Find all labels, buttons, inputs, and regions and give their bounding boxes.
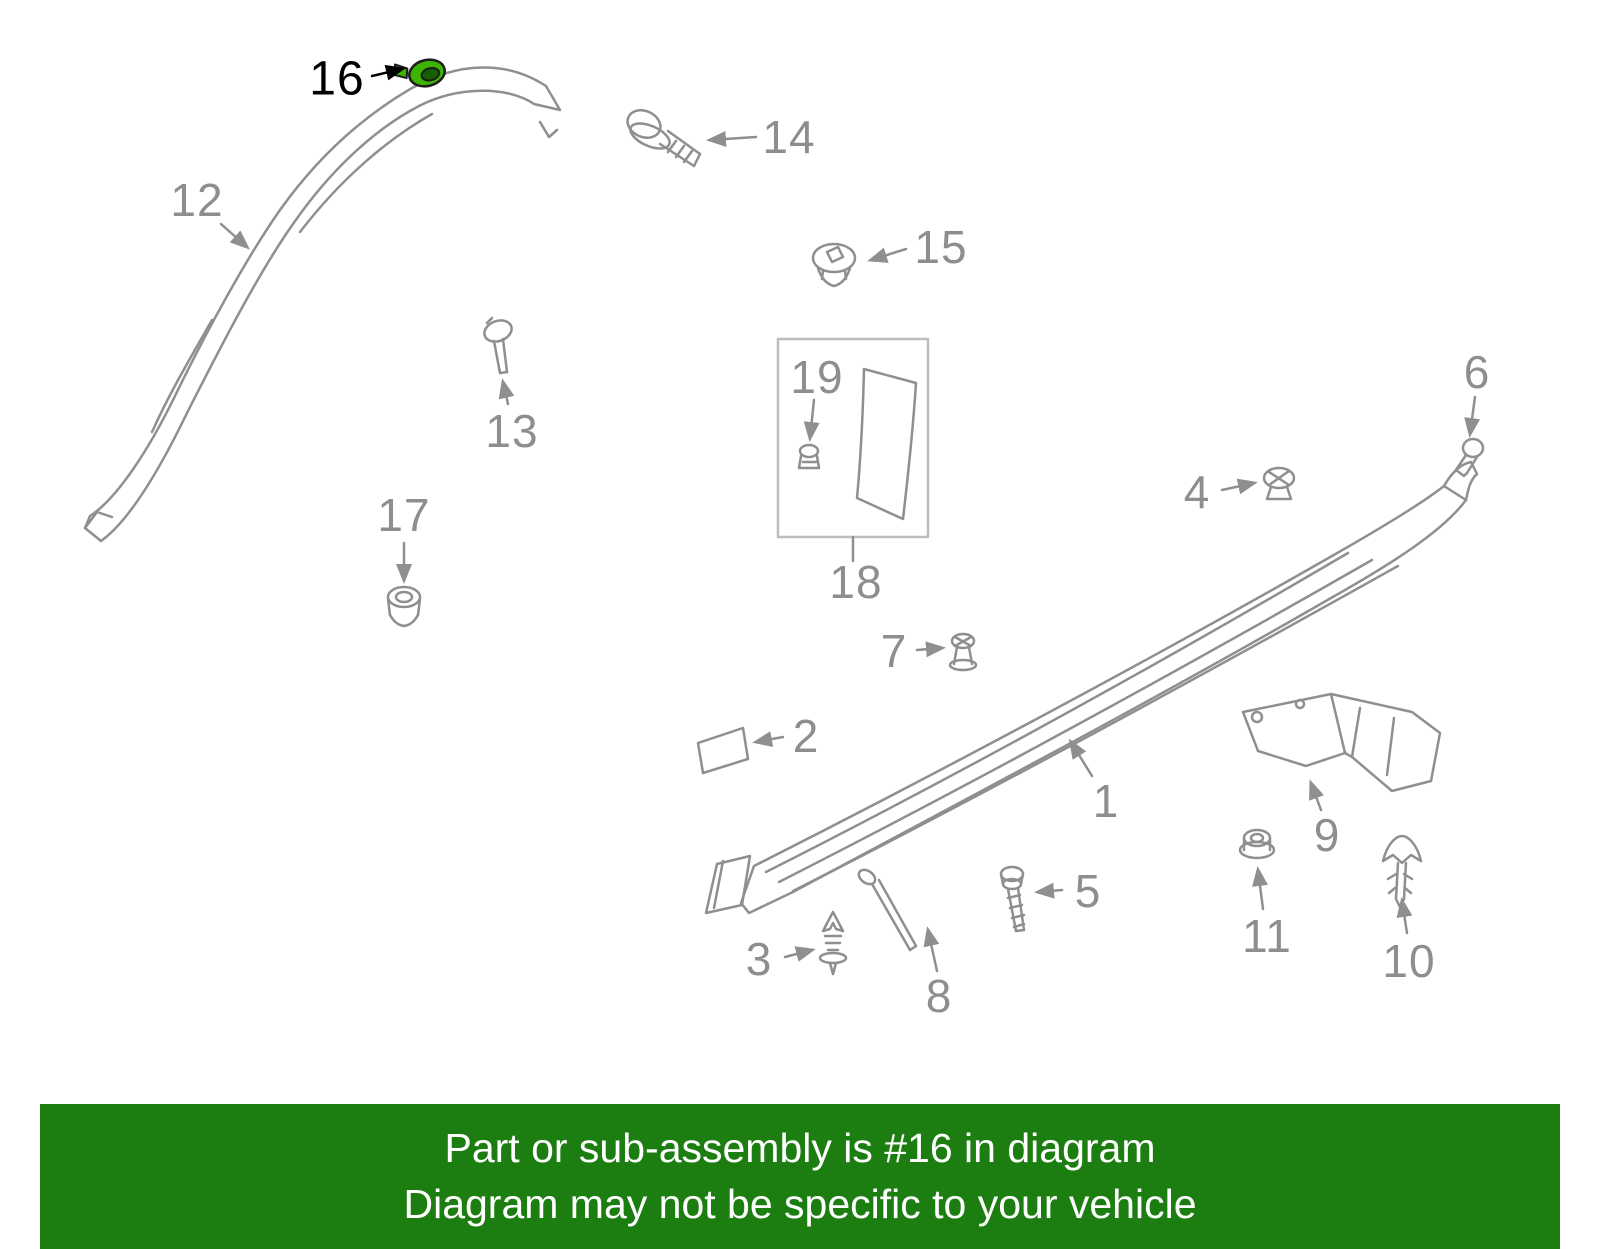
callout-15: 15 (914, 221, 968, 273)
callout-5: 5 (1074, 865, 1102, 917)
callout-4: 4 (1183, 466, 1211, 518)
callout-7: 7 (880, 625, 908, 677)
banner-line-2: Diagram may not be specific to your vehi… (403, 1180, 1197, 1227)
callout-16: 16 (309, 52, 365, 106)
callout-9: 9 (1313, 809, 1341, 861)
part-12-windshield-pillar-trim (83, 66, 562, 543)
part-18-quarter-trim (855, 367, 918, 521)
part-8-rivet (857, 868, 918, 952)
callout-12: 12 (170, 174, 224, 226)
part-14-screw (626, 109, 702, 168)
part-6-screw (1454, 437, 1485, 478)
callout-19: 19 (790, 351, 844, 403)
part-11-nut (1238, 828, 1276, 860)
part-19-clip-small (797, 443, 821, 470)
part-13-push-pin (483, 316, 513, 375)
fitment-banner: Part or sub-assembly is #16 in diagram D… (40, 1104, 1560, 1249)
callout-8: 8 (925, 970, 953, 1022)
callout-10: 10 (1382, 935, 1436, 987)
part-1-rocker-panel-molding (704, 460, 1479, 915)
part-2-label-patch (696, 726, 750, 775)
callout-14: 14 (762, 111, 816, 163)
part-3-tree-clip (818, 910, 848, 976)
callout-1: 1 (1092, 775, 1120, 827)
callout-arrows (219, 64, 1481, 973)
part-16-grommet-highlighted (393, 58, 446, 88)
part-7-clip (948, 632, 978, 672)
part-9-bracket (1241, 692, 1442, 793)
callout-17: 17 (377, 489, 431, 541)
callout-3: 3 (745, 933, 773, 985)
part-15-retainer-clip (811, 242, 857, 288)
banner-line-1: Part or sub-assembly is #16 in diagram (444, 1125, 1156, 1172)
callout-2: 2 (792, 710, 820, 762)
part-10-push-clip (1381, 834, 1423, 909)
callout-13: 13 (485, 405, 539, 457)
part-5-bolt (999, 865, 1026, 933)
callout-6: 6 (1463, 346, 1491, 398)
inset-box-18 (776, 337, 930, 563)
diagram-canvas (83, 58, 1485, 976)
callout-18: 18 (829, 556, 883, 608)
part-17-grommet (386, 585, 422, 628)
callout-11: 11 (1242, 910, 1292, 962)
part-4-clip (1262, 466, 1296, 501)
